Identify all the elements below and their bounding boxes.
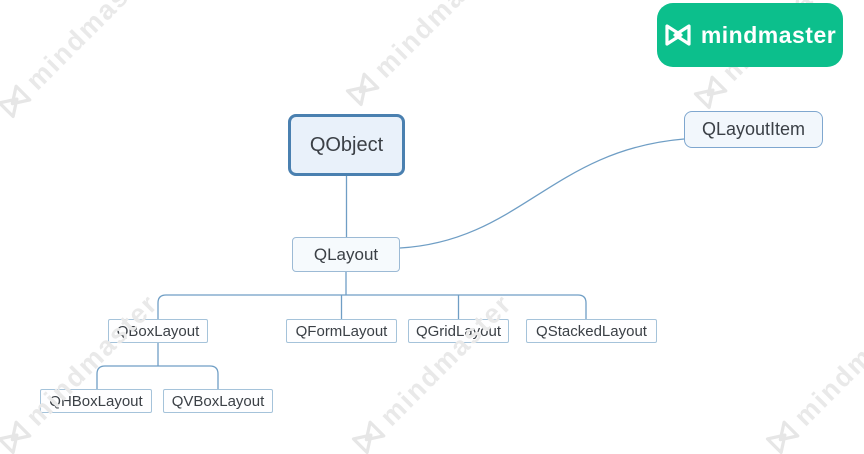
node-qobject[interactable]: QObject bbox=[288, 114, 405, 176]
node-qgridlayout[interactable]: QGridLayout bbox=[408, 319, 509, 343]
mindmaster-logo-text: mindmaster bbox=[700, 21, 837, 48]
node-qvboxlayout[interactable]: QVBoxLayout bbox=[163, 389, 273, 413]
node-qboxlayout[interactable]: QBoxLayout bbox=[108, 319, 208, 343]
edge-qlayout-qlayoutitem bbox=[399, 138, 685, 249]
node-qhboxlayout[interactable]: QHBoxLayout bbox=[40, 389, 152, 413]
node-qformlayout[interactable]: QFormLayout bbox=[286, 319, 397, 343]
edge-qlayout-children-rail bbox=[157, 294, 587, 319]
edge-qboxlayout-children-rail bbox=[96, 365, 219, 389]
mindmaster-logo-badge: mindmaster bbox=[657, 3, 843, 67]
node-qlayoutitem[interactable]: QLayoutItem bbox=[684, 111, 823, 148]
node-qstackedlayout[interactable]: QStackedLayout bbox=[526, 319, 657, 343]
node-qlayout[interactable]: QLayout bbox=[292, 237, 400, 272]
bowtie-m-icon bbox=[665, 24, 691, 46]
